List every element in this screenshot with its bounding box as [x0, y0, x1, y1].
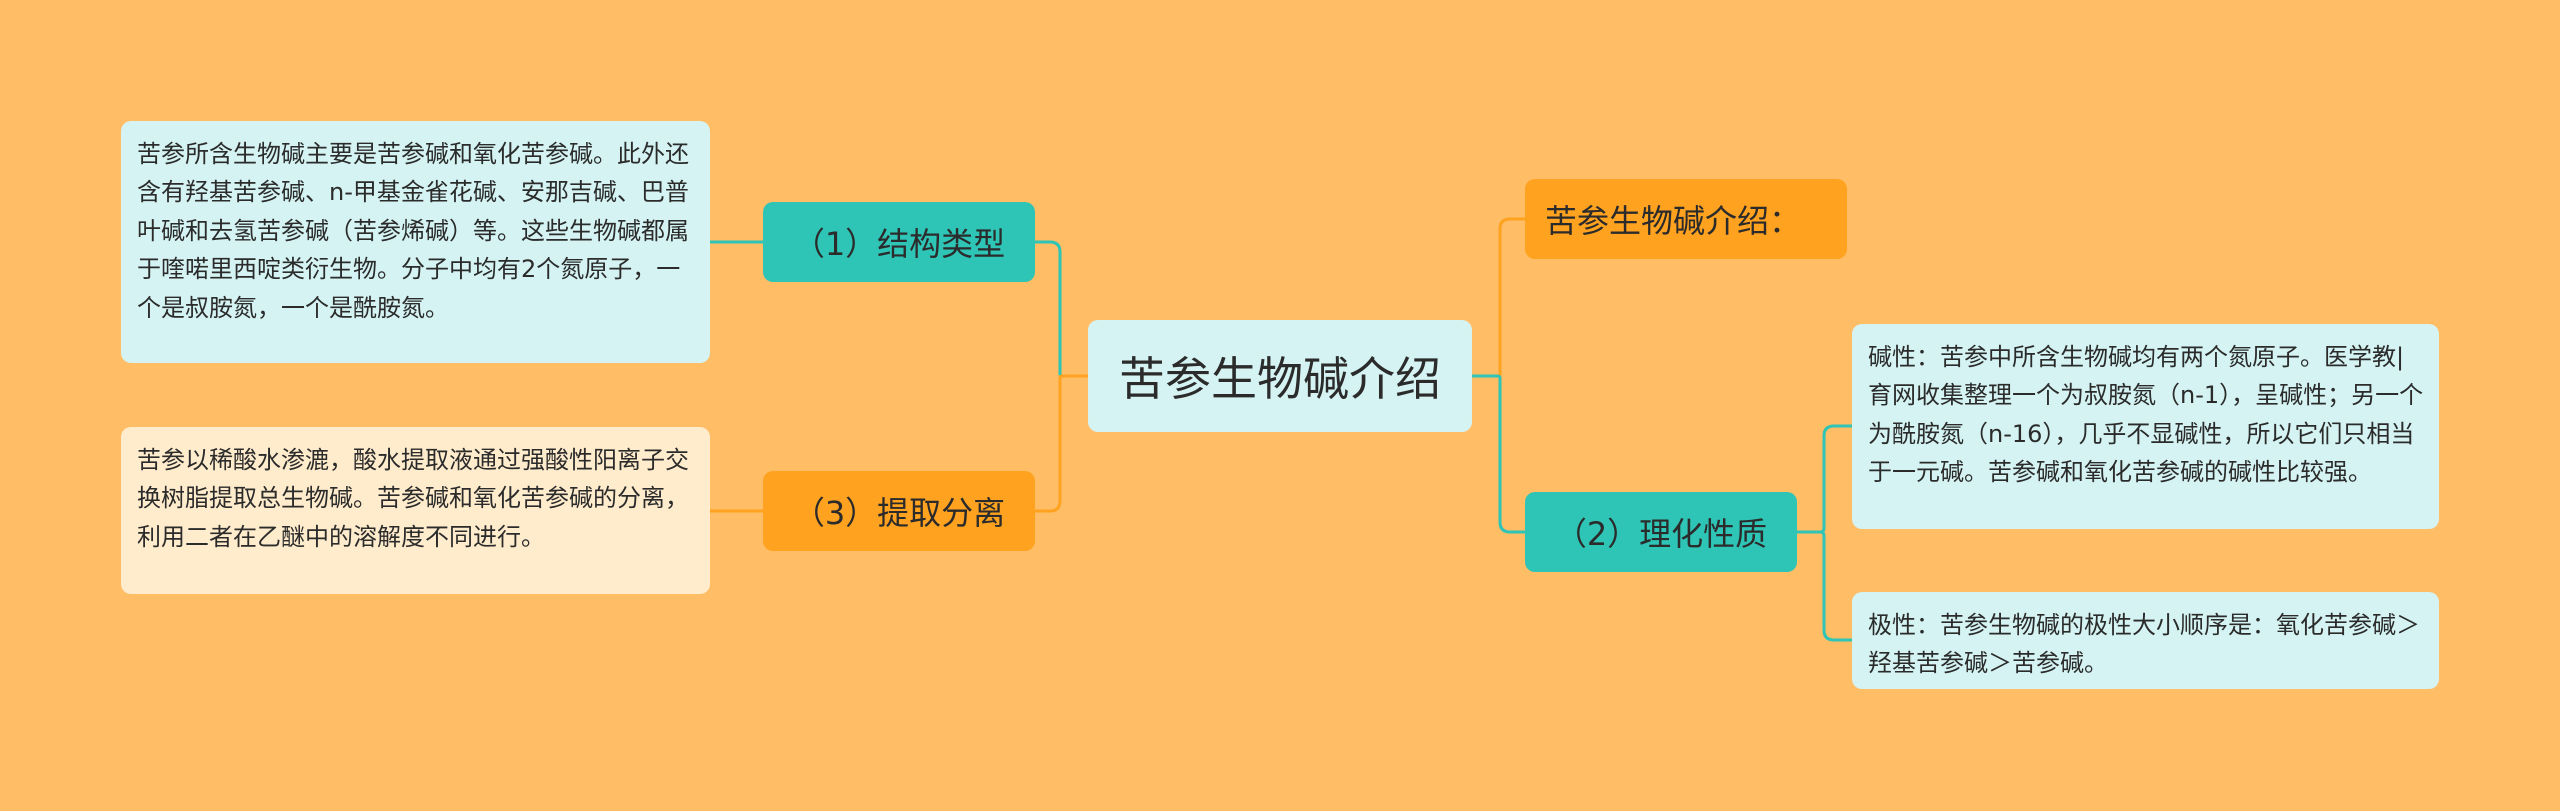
- leaf-extraction-detail-text: 苦参以稀酸水渗漉，酸水提取液通过强酸性阳离子交换树脂提取总生物碱。苦参碱和氧化苦…: [137, 446, 689, 551]
- link-center-intro: [1472, 217, 1525, 378]
- leaf-structure-detail[interactable]: 苦参所含生物碱主要是苦参碱和氧化苦参碱。此外还含有羟基苦参碱、n-甲基金雀花碱、…: [121, 121, 710, 363]
- branch-intro-label: 苦参生物碱介绍：: [1545, 202, 1802, 240]
- leaf-basicity[interactable]: 碱性：苦参中所含生物碱均有两个氮原子。医学教|育网收集整理一个为叔胺氮（n-1）…: [1852, 324, 2439, 529]
- leaf-basicity-text: 碱性：苦参中所含生物碱均有两个氮原子。医学教|育网收集整理一个为叔胺氮（n-1）…: [1868, 343, 2424, 487]
- branch-physicochemical-label: （2）理化性质: [1554, 515, 1768, 553]
- leaf-extraction-detail[interactable]: 苦参以稀酸水渗漉，酸水提取液通过强酸性阳离子交换树脂提取总生物碱。苦参碱和氧化苦…: [121, 427, 710, 594]
- link-center-structure: [1035, 240, 1088, 378]
- leaf-polarity[interactable]: 极性：苦参生物碱的极性大小顺序是：氧化苦参碱＞羟基苦参碱＞苦参碱。: [1852, 592, 2439, 689]
- branch-extraction-label: （3）提取分离: [792, 494, 1006, 532]
- leaf-polarity-text: 极性：苦参生物碱的极性大小顺序是：氧化苦参碱＞羟基苦参碱＞苦参碱。: [1868, 611, 2420, 678]
- link-properties-basicity: [1797, 424, 1852, 534]
- branch-extraction[interactable]: （3）提取分离: [763, 471, 1035, 551]
- central-topic-label: 苦参生物碱介绍: [1119, 352, 1441, 406]
- branch-structure-type[interactable]: （1）结构类型: [763, 202, 1035, 282]
- link-properties-polarity: [1797, 530, 1852, 642]
- leaf-structure-detail-text: 苦参所含生物碱主要是苦参碱和氧化苦参碱。此外还含有羟基苦参碱、n-甲基金雀花碱、…: [137, 140, 689, 322]
- link-center-properties: [1472, 374, 1525, 534]
- central-topic[interactable]: 苦参生物碱介绍: [1088, 320, 1472, 432]
- link-center-extraction: [1035, 374, 1088, 513]
- branch-structure-type-label: （1）结构类型: [792, 225, 1006, 263]
- branch-intro[interactable]: 苦参生物碱介绍：: [1525, 179, 1847, 259]
- branch-physicochemical[interactable]: （2）理化性质: [1525, 492, 1797, 572]
